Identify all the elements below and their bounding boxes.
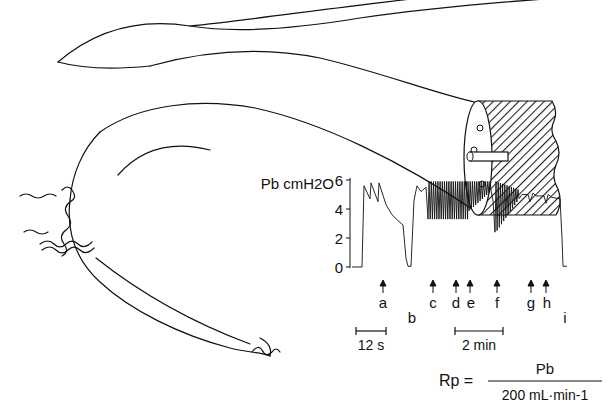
event-letter: h (543, 295, 551, 310)
tick-label: 4 (335, 202, 343, 217)
pressure-trace (352, 181, 567, 267)
tick-label: 2 (335, 231, 343, 246)
formula-lhs: Rp = (439, 373, 473, 389)
tick-label: 0 (335, 260, 343, 275)
formula-denominator: 200 mL·min-1 (502, 388, 588, 402)
event-letter: d (452, 295, 460, 310)
event-letter: i (563, 310, 566, 325)
y-axis (346, 178, 350, 268)
event-letter: g (527, 295, 535, 310)
axis-title: Pb cmH2O (261, 176, 334, 191)
pressure-trace-line (352, 181, 567, 267)
event-letter: f (495, 295, 499, 310)
time-scale-bar (356, 327, 503, 335)
time-scale-label: 2 min (462, 338, 496, 352)
event-letter: c (429, 295, 437, 310)
event-arrow (380, 280, 549, 293)
event-letter: e (467, 295, 475, 310)
time-scale-label: 12 s (358, 338, 384, 352)
fraction-bar (488, 381, 602, 382)
airway-outline (20, 0, 560, 356)
event-letter: b (408, 310, 416, 325)
formula-numerator: Pb (536, 361, 554, 376)
event-letter: a (379, 295, 387, 310)
tick-label: 6 (335, 173, 343, 188)
